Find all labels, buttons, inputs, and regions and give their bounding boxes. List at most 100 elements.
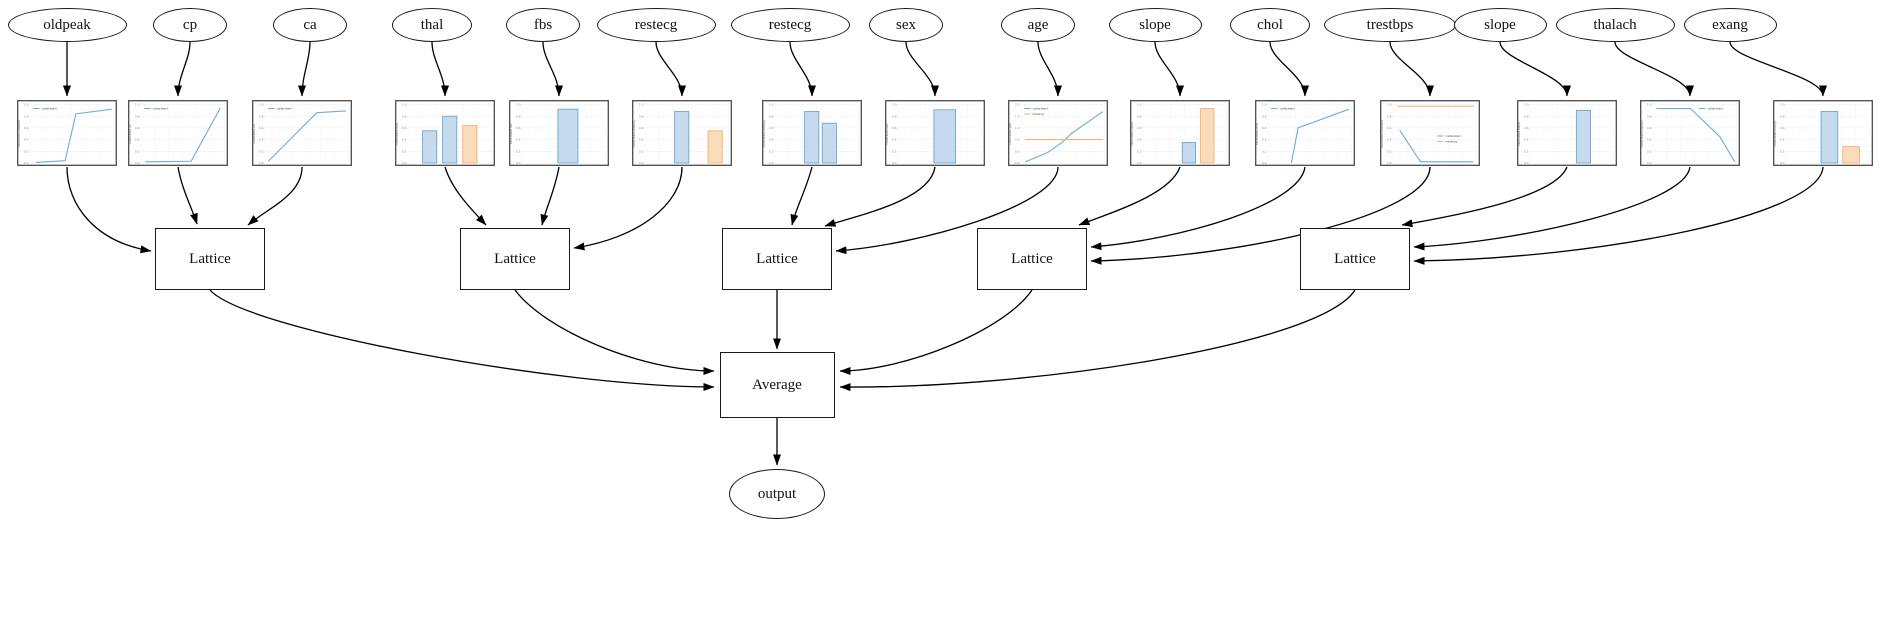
edge-lattice-2-to-average bbox=[514, 289, 715, 375]
feature-node-cp-1: cp bbox=[153, 8, 227, 42]
svg-text:0.0: 0.0 bbox=[1137, 161, 1142, 165]
chart-ylabel: calibrated age bbox=[1008, 123, 1012, 145]
feature-node-restecg-5: restecg bbox=[596, 8, 716, 42]
svg-text:1.0: 1.0 bbox=[892, 103, 897, 107]
svg-text:0.0: 0.0 bbox=[1647, 161, 1652, 165]
svg-text:0.8: 0.8 bbox=[259, 114, 264, 118]
chart-ylabel: calibrated trestbps bbox=[1380, 119, 1384, 148]
chart-ylabel: calibrated oldpeak bbox=[17, 120, 21, 148]
feature-label: ca bbox=[303, 16, 317, 33]
chart-ylabel: calibrated thal bbox=[395, 123, 399, 145]
feature-label: chol bbox=[1257, 16, 1283, 33]
chart-ylabel: calibrated restecg bbox=[632, 120, 636, 147]
chart-ylabel: calibrated restecg bbox=[762, 120, 766, 147]
svg-text:0.6: 0.6 bbox=[1647, 126, 1652, 130]
lattice-node-1: Lattice bbox=[155, 228, 265, 290]
svg-text:0.4: 0.4 bbox=[1262, 138, 1267, 142]
feature-label: cp bbox=[182, 16, 198, 33]
average-node: Average bbox=[719, 352, 835, 418]
svg-text:0.6: 0.6 bbox=[769, 126, 774, 130]
legend-label: missing bbox=[1033, 112, 1045, 116]
feature-label: restecg bbox=[634, 16, 678, 33]
svg-text:0.0: 0.0 bbox=[516, 161, 521, 165]
svg-text:1.0: 1.0 bbox=[135, 103, 140, 107]
svg-text:0.4: 0.4 bbox=[402, 138, 407, 142]
svg-text:0.4: 0.4 bbox=[1647, 138, 1652, 142]
edge-lattice-5-to-average bbox=[839, 289, 1356, 392]
bars bbox=[804, 111, 837, 164]
edge-feature-5-to-chart bbox=[655, 41, 686, 97]
svg-text:0.6: 0.6 bbox=[402, 126, 407, 130]
series-calibrated bbox=[1656, 108, 1736, 163]
edge-chart-12-to-lattice bbox=[1401, 166, 1568, 228]
svg-text:0.8: 0.8 bbox=[135, 114, 140, 118]
series-calibrated bbox=[35, 108, 112, 163]
svg-text:0.0: 0.0 bbox=[1780, 161, 1785, 165]
edge-feature-1-to-chart bbox=[174, 41, 191, 97]
svg-text:1.0: 1.0 bbox=[1137, 103, 1142, 107]
svg-text:0.0: 0.0 bbox=[769, 161, 774, 165]
svg-text:0.5: 0.5 bbox=[1015, 138, 1020, 142]
lattice-label: Lattice bbox=[189, 250, 231, 267]
svg-text:0.8: 0.8 bbox=[516, 114, 521, 118]
feature-node-slope-12: slope bbox=[1453, 8, 1547, 42]
svg-text:1.0: 1.0 bbox=[1780, 103, 1785, 107]
edge-feature-14-to-chart bbox=[1729, 41, 1827, 97]
edge-feature-8-to-chart bbox=[1037, 41, 1062, 97]
edge-feature-10-to-chart bbox=[1269, 41, 1309, 97]
svg-text:1.0: 1.0 bbox=[1015, 126, 1020, 130]
svg-text:0.8: 0.8 bbox=[892, 114, 897, 118]
feature-node-slope-9: slope bbox=[1108, 8, 1202, 42]
edge-chart-9-to-lattice bbox=[1078, 166, 1181, 226]
feature-node-fbs-4: fbs bbox=[506, 8, 580, 42]
svg-text:0.0: 0.0 bbox=[24, 161, 29, 165]
feature-node-ca-2: ca bbox=[273, 8, 347, 42]
feature-node-exang-14: exang bbox=[1683, 8, 1777, 42]
svg-text:0.8: 0.8 bbox=[1387, 114, 1392, 118]
edge-feature-3-to-chart bbox=[431, 41, 449, 97]
legend-label: calibrated bbox=[1446, 134, 1461, 138]
svg-text:0.2: 0.2 bbox=[135, 149, 140, 153]
feature-label: slope bbox=[1139, 16, 1171, 33]
svg-text:1.0: 1.0 bbox=[1262, 103, 1267, 107]
lattice-label: Lattice bbox=[1011, 250, 1053, 267]
svg-text:0.8: 0.8 bbox=[1262, 114, 1267, 118]
lattice-label: Lattice bbox=[494, 250, 536, 267]
chart-ylabel: calibrated exang bbox=[1773, 121, 1777, 146]
svg-text:0.6: 0.6 bbox=[259, 126, 264, 130]
edge-chart-13-to-lattice bbox=[1413, 166, 1691, 251]
edge-chart-3-to-lattice bbox=[444, 166, 487, 226]
feature-label: exang bbox=[1712, 16, 1748, 33]
chart-ylabel: calibrated fbs bbox=[509, 123, 513, 144]
chart-ylabel: calibrated slope bbox=[1130, 122, 1134, 146]
svg-text:0.0: 0.0 bbox=[259, 161, 264, 165]
svg-text:0.4: 0.4 bbox=[892, 138, 897, 142]
output-label: output bbox=[757, 485, 797, 502]
feature-label: age bbox=[1027, 16, 1049, 33]
edge-feature-11-to-chart bbox=[1389, 41, 1434, 97]
feature-label: thal bbox=[420, 16, 444, 33]
legend-label: calibrated bbox=[1033, 107, 1048, 111]
svg-text:0.6: 0.6 bbox=[892, 126, 897, 130]
bars bbox=[933, 109, 957, 164]
feature-label: restecg bbox=[768, 16, 812, 33]
edge-lattice-1-to-average bbox=[209, 289, 715, 391]
svg-text:0.0: 0.0 bbox=[892, 161, 897, 165]
svg-text:1.0: 1.0 bbox=[402, 103, 407, 107]
svg-text:0.6: 0.6 bbox=[1137, 126, 1142, 130]
series-calibrated bbox=[1290, 108, 1350, 164]
edge-feature-12-to-chart bbox=[1499, 41, 1571, 97]
svg-text:0.6: 0.6 bbox=[1524, 126, 1529, 130]
chart-ylabel: calibrated thalach bbox=[1640, 120, 1644, 147]
svg-text:0.6: 0.6 bbox=[1262, 126, 1267, 130]
svg-text:0.0: 0.0 bbox=[402, 161, 407, 165]
svg-text:0.4: 0.4 bbox=[639, 138, 644, 142]
svg-text:0.4: 0.4 bbox=[1780, 138, 1785, 142]
